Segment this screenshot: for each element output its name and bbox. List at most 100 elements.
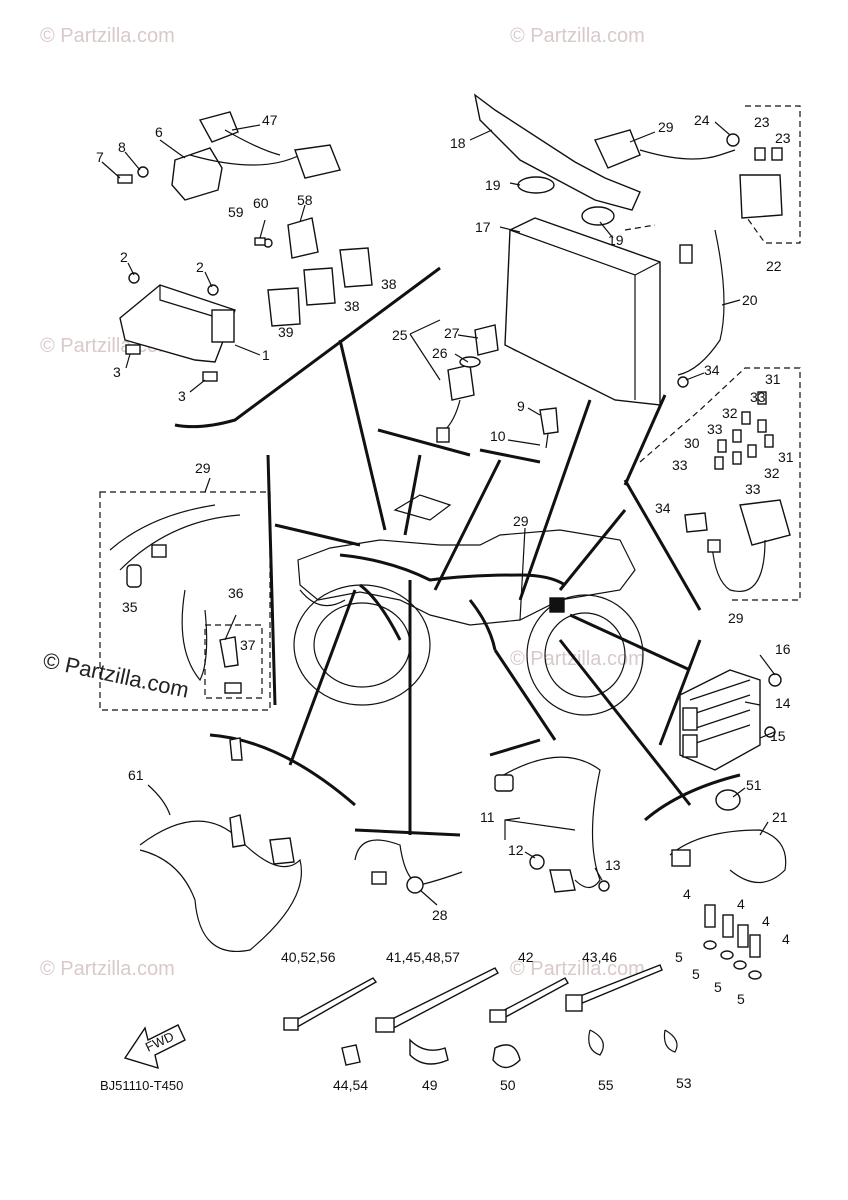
callout-label: 29 — [658, 119, 674, 135]
callout-label: 34 — [704, 362, 720, 378]
dashed-boxes — [99, 105, 801, 711]
callout-label: 4 — [737, 896, 745, 912]
main-switch-group — [436, 324, 559, 449]
callout-label: 20 — [742, 292, 758, 308]
watermark-text: © Partzilla.com — [510, 648, 645, 670]
callout-label: 17 — [475, 219, 491, 235]
wire-lead-group — [139, 737, 463, 952]
callout-label: 19 — [485, 177, 501, 193]
callout-label: 44,54 — [333, 1077, 368, 1093]
diagram-code: BJ51110-T450 — [100, 1078, 183, 1093]
battery-group — [473, 93, 783, 406]
callout-label: 9 — [517, 398, 525, 414]
primary-watermark: © Partzilla.com — [41, 647, 191, 702]
callout-label: 4 — [762, 913, 770, 929]
callout-label: 3 — [113, 364, 121, 380]
callout-label: 5 — [692, 966, 700, 982]
callout-label: 33 — [750, 389, 766, 405]
sensor-group — [494, 756, 610, 893]
callout-labels: 47 6 8 7 58 59 60 2 2 38 38 39 1 3 3 18 … — [96, 112, 794, 1093]
callout-label: 21 — [772, 809, 788, 825]
callout-label: 47 — [262, 112, 278, 128]
callout-label: 40,52,56 — [281, 949, 336, 965]
callout-label: 2 — [196, 259, 204, 275]
ecu-group — [119, 272, 236, 382]
callout-label: 4 — [782, 931, 790, 947]
callout-label: 31 — [778, 449, 794, 465]
callout-label: 5 — [737, 991, 745, 1007]
callout-label: 58 — [297, 192, 313, 208]
callout-label: 59 — [228, 204, 244, 220]
callout-label: 12 — [508, 842, 524, 858]
callout-label: 32 — [722, 405, 738, 421]
callout-label: 53 — [676, 1075, 692, 1091]
callout-label: 33 — [745, 481, 761, 497]
watermark-text: © Partzilla.com — [510, 25, 645, 47]
callout-label: 26 — [432, 345, 448, 361]
callout-label: 5 — [675, 949, 683, 965]
callout-label: 7 — [96, 149, 104, 165]
callout-label: 36 — [228, 585, 244, 601]
relay-group — [254, 217, 373, 327]
callout-label: 39 — [278, 324, 294, 340]
callout-label: 32 — [764, 465, 780, 481]
harness-detail-left — [109, 504, 242, 694]
callout-label: 4 — [683, 886, 691, 902]
watermark-text: © Partzilla.com — [40, 25, 175, 47]
callout-label: 8 — [118, 139, 126, 155]
callout-label: 23 — [775, 130, 791, 146]
callout-label: 22 — [766, 258, 782, 274]
callout-label: 16 — [775, 641, 791, 657]
callout-label: 35 — [122, 599, 138, 615]
callout-label: 38 — [381, 276, 397, 292]
callout-label: 25 — [392, 327, 408, 343]
callout-label: 31 — [765, 371, 781, 387]
callout-label: 2 — [120, 249, 128, 265]
callout-label: 14 — [775, 695, 791, 711]
callout-label: 55 — [598, 1077, 614, 1093]
callout-label: 29 — [195, 460, 211, 476]
callout-label: 29 — [513, 513, 529, 529]
callout-label: 28 — [432, 907, 448, 923]
callout-label: 50 — [500, 1077, 516, 1093]
callout-label: 15 — [770, 728, 786, 744]
callout-label: 6 — [155, 124, 163, 140]
fuse-group — [684, 391, 791, 592]
watermark-text: © Partzilla.com — [40, 958, 175, 980]
watermark-text: © Partzilla.com — [510, 958, 645, 980]
callout-label: 43,46 — [582, 949, 617, 965]
regulator-group — [679, 669, 782, 771]
callout-label: 41,45,48,57 — [386, 949, 460, 965]
callout-label: 60 — [253, 195, 269, 211]
callout-label: 42 — [518, 949, 534, 965]
section-boundaries — [174, 266, 741, 837]
callout-label: 23 — [754, 114, 770, 130]
callout-label: 10 — [490, 428, 506, 444]
callout-label: 61 — [128, 767, 144, 783]
callout-label: 3 — [178, 388, 186, 404]
callout-label: 30 — [684, 435, 700, 451]
callout-label: 51 — [746, 777, 762, 793]
callout-label: 27 — [444, 325, 460, 341]
atv-outline — [293, 494, 644, 716]
callout-label: 33 — [707, 421, 723, 437]
callout-label: 34 — [655, 500, 671, 516]
callout-label: 24 — [694, 112, 710, 128]
leader-lines — [101, 121, 776, 906]
clamp-group — [283, 964, 678, 1069]
temp-sensor-group — [669, 789, 787, 980]
callout-label: 1 — [262, 347, 270, 363]
callout-label: 11 — [480, 809, 495, 825]
callout-label: 37 — [240, 637, 256, 653]
ignition-coil-group — [117, 111, 341, 201]
callout-label: 38 — [344, 298, 360, 314]
fwd-arrow-icon: FWD — [123, 1024, 186, 1070]
callout-label: 18 — [450, 135, 466, 151]
callout-label: 13 — [605, 857, 621, 873]
callout-label: 49 — [422, 1077, 438, 1093]
callout-label: 5 — [714, 979, 722, 995]
callout-label: 33 — [672, 457, 688, 473]
callout-label: 29 — [728, 610, 744, 626]
callout-label: 19 — [608, 232, 624, 248]
